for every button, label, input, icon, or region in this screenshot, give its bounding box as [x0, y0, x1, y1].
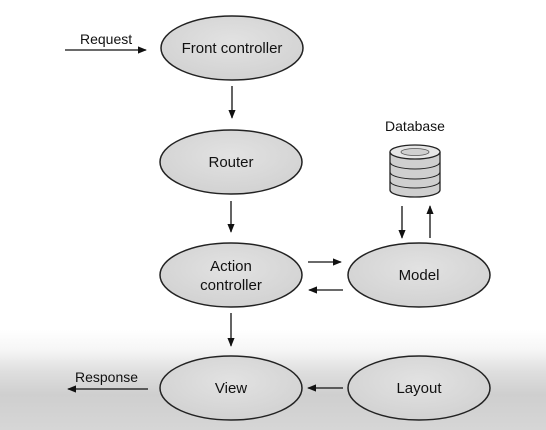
front-controller-node: Front controller	[160, 15, 304, 81]
model-node: Model	[347, 242, 491, 308]
front-controller-label: Front controller	[182, 40, 283, 57]
view-node: View	[159, 355, 303, 421]
response-label: Response	[75, 369, 138, 385]
layout-label: Layout	[396, 380, 442, 397]
action-controller-label-line2: controller	[200, 277, 262, 294]
request-edge: Request	[65, 31, 147, 54]
model-label: Model	[399, 267, 440, 284]
database-label: Database	[385, 118, 445, 134]
action-controller-node: Action controller	[159, 242, 303, 308]
action-controller-label-line1: Action	[210, 258, 252, 275]
database-icon: Database	[385, 118, 445, 198]
view-label: View	[215, 380, 247, 397]
router-node: Router	[159, 129, 303, 195]
response-edge: Response	[67, 369, 148, 393]
request-label: Request	[80, 31, 132, 47]
layout-node: Layout	[347, 355, 491, 421]
router-label: Router	[208, 154, 253, 171]
